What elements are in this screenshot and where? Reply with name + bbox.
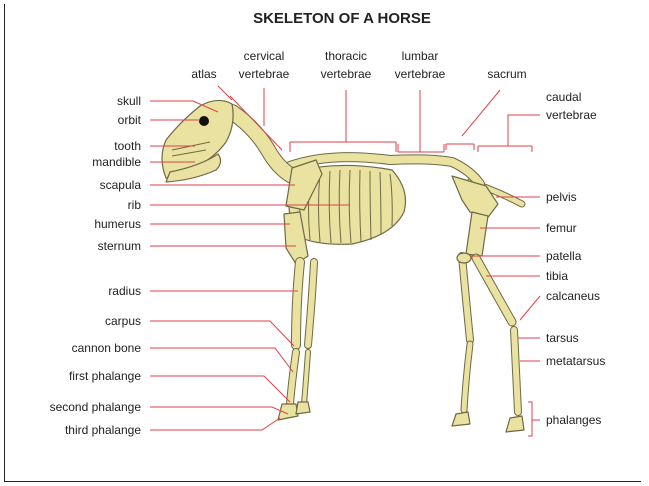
femur-bone bbox=[466, 212, 488, 256]
label-pelvis: pelvis bbox=[546, 190, 577, 204]
label-femur: femur bbox=[546, 221, 577, 235]
label-caudal-line1: caudal bbox=[546, 90, 581, 104]
label-sacrum: sacrum bbox=[487, 67, 526, 81]
label-caudal-line2: vertebrae bbox=[546, 108, 597, 122]
label-calcaneus: calcaneus bbox=[546, 289, 600, 303]
label-lumbar-line1: lumbar bbox=[402, 49, 439, 63]
label-humerus: humerus bbox=[94, 217, 141, 231]
patella-bone bbox=[457, 253, 471, 263]
label-phalanges: phalanges bbox=[546, 413, 601, 427]
fore-hoof-far bbox=[296, 402, 310, 414]
hind-hoof-far bbox=[452, 412, 470, 426]
label-thoracic-line1: thoracic bbox=[325, 49, 367, 63]
label-atlas: atlas bbox=[191, 67, 216, 81]
label-scapula: scapula bbox=[100, 178, 142, 192]
label-third-phalange: third phalange bbox=[65, 423, 141, 437]
hind-hoof bbox=[506, 416, 524, 432]
label-cervical-line2: vertebrae bbox=[239, 67, 290, 81]
label-first-phalange: first phalange bbox=[69, 369, 141, 383]
right-labels: caudal vertebrae pelvis femur patella ti… bbox=[546, 90, 605, 427]
horse-skeleton bbox=[162, 100, 524, 432]
label-carpus: carpus bbox=[105, 314, 141, 328]
label-cannon-bone: cannon bone bbox=[72, 341, 142, 355]
label-skull: skull bbox=[117, 94, 141, 108]
label-tibia: tibia bbox=[546, 269, 568, 283]
orbit-mark bbox=[199, 116, 209, 126]
fore-hoof bbox=[278, 404, 298, 420]
label-lumbar-line2: vertebrae bbox=[395, 67, 446, 81]
diagram-title: SKELETON OF A HORSE bbox=[253, 10, 431, 27]
label-radius: radius bbox=[108, 284, 141, 298]
label-second-phalange: second phalange bbox=[50, 400, 142, 414]
top-labels: atlas cervical vertebrae thoracic verteb… bbox=[191, 49, 526, 81]
label-thoracic-line2: vertebrae bbox=[321, 67, 372, 81]
label-cervical-line1: cervical bbox=[244, 49, 285, 63]
label-tarsus: tarsus bbox=[546, 331, 579, 345]
label-mandible: mandible bbox=[92, 155, 141, 169]
label-sternum: sternum bbox=[98, 239, 141, 253]
label-orbit: orbit bbox=[118, 113, 142, 127]
label-rib: rib bbox=[128, 198, 142, 212]
left-labels: skull orbit tooth mandible scapula rib h… bbox=[50, 94, 142, 437]
label-tooth: tooth bbox=[114, 139, 141, 153]
label-patella: patella bbox=[546, 249, 582, 263]
label-metatarsus: metatarsus bbox=[546, 354, 605, 368]
